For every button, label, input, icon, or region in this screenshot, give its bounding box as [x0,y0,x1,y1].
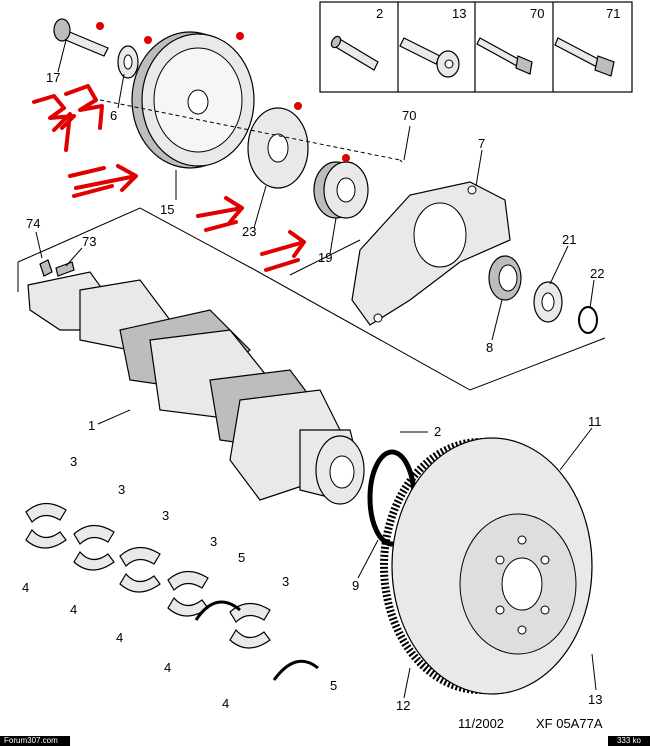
pulley-bolt-17 [53,18,109,57]
label-3c: 3 [162,508,169,523]
assembly-axis-lines [17,99,606,391]
callout-leaders [35,39,597,699]
legend-label-13: 13 [452,6,466,21]
red-marker-dots [96,22,350,162]
target-wheel-23 [247,107,309,189]
legend-label-70: 70 [530,6,544,21]
label-17: 17 [46,70,60,85]
dowel-pin-icon [330,35,379,71]
label-7: 7 [478,136,485,151]
label-9: 9 [352,578,359,593]
ring-22 [578,306,598,334]
label-6: 6 [110,108,117,123]
label-8: 8 [486,340,493,355]
diagram-date: 11/2002 [458,716,504,731]
label-19: 19 [318,250,332,265]
flywheel-bolt-icon [399,37,460,78]
label-11: 11 [588,414,602,429]
crankshaft-pulley-15 [131,31,255,169]
fastener-legend-box: 2 13 70 71 [319,1,633,93]
label-74: 74 [26,216,40,231]
label-21: 21 [562,232,576,247]
label-15: 15 [160,202,174,217]
label-5b: 5 [330,678,337,693]
watermark-right: 333 ko [608,736,650,746]
label-1: 1 [88,418,95,433]
callout-labels: 17 6 15 23 19 70 7 74 73 21 22 8 1 2 11 … [22,70,604,713]
red-annotation-arrows [32,84,306,272]
seal-housing-7 [351,181,511,326]
washer-6 [117,45,139,79]
label-13: 13 [588,692,602,707]
timing-sprocket-19 [313,161,369,219]
label-4e: 4 [222,696,229,711]
label-3b: 3 [118,482,125,497]
diagram-reference: XF 05A77A [536,716,603,731]
label-3d: 3 [210,534,217,549]
label-4c: 4 [116,630,123,645]
main-bearing-shells [25,502,271,649]
label-23: 23 [242,224,256,239]
label-22: 22 [590,266,604,281]
bolt-70-icon [476,37,533,75]
key-73 [55,261,75,277]
label-73: 73 [82,234,96,249]
label-3a: 3 [70,454,77,469]
label-2: 2 [434,424,441,439]
label-3e: 3 [282,574,289,589]
watermark-left: Forum307.com [0,736,70,746]
label-5a: 5 [238,550,245,565]
oil-seal-8 [488,255,522,301]
thrust-washers-5 [194,600,319,681]
legend-label-2: 2 [376,6,383,21]
label-70: 70 [402,108,416,123]
label-4a: 4 [22,580,29,595]
bolt-71-icon [554,37,615,77]
flywheel-12 [380,437,593,695]
woodruff-key-74 [39,259,53,277]
crankshaft-1 [27,271,365,505]
legend-label-71: 71 [606,6,620,21]
sprocket-21 [533,281,563,323]
label-4d: 4 [164,660,171,675]
label-4b: 4 [70,602,77,617]
label-12: 12 [396,698,410,713]
